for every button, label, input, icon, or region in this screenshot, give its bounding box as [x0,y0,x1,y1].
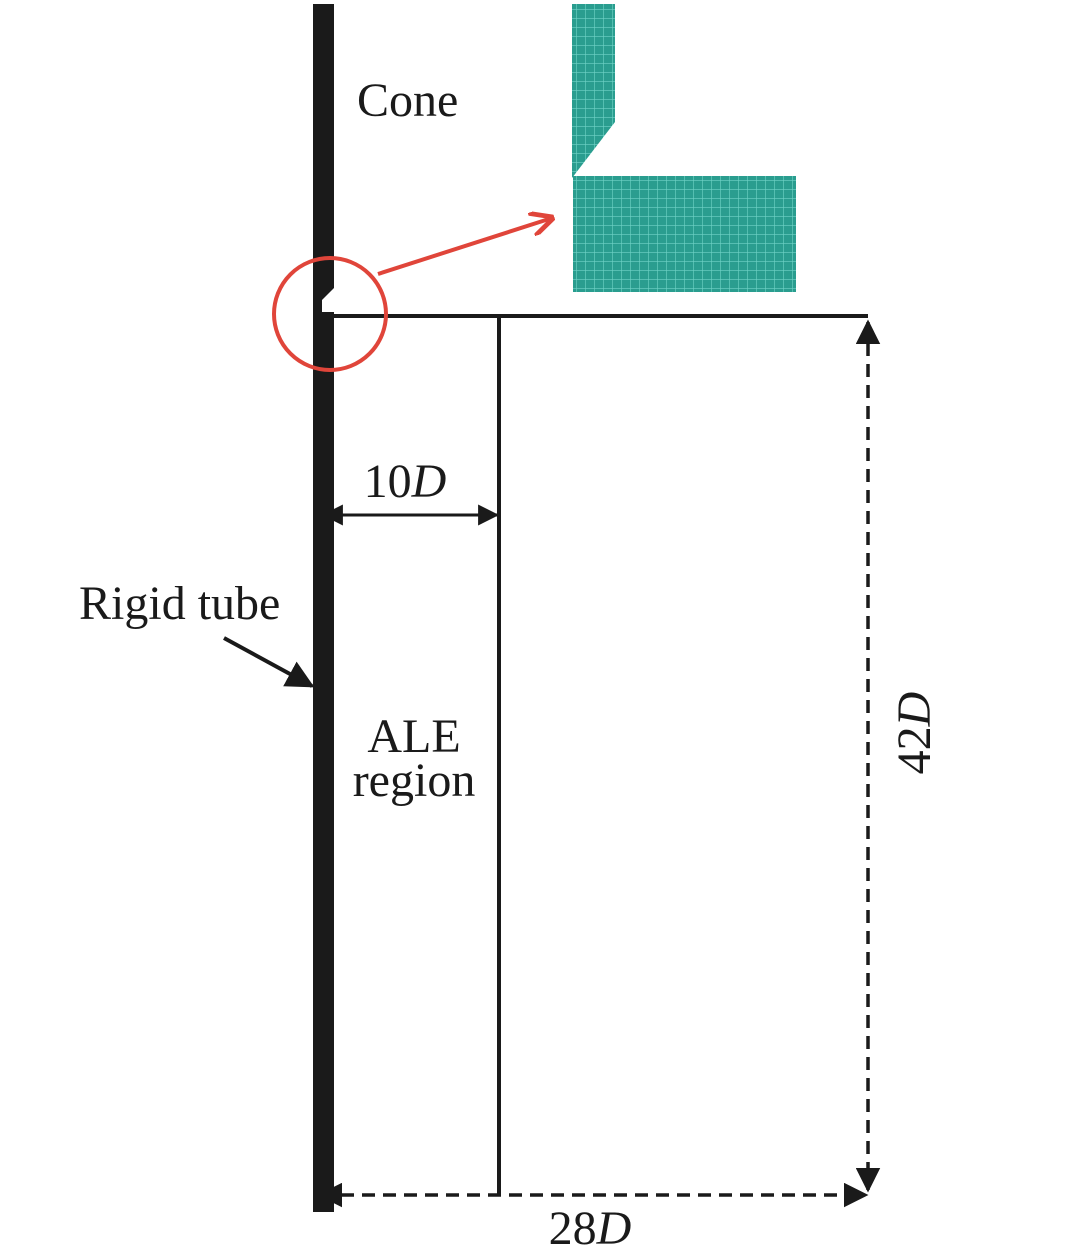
domain-height-label: 42D [888,692,941,775]
cone-label: Cone [357,74,458,127]
ale-region-label-line1: ALE [367,710,460,763]
zoom-circle [272,256,388,372]
mesh-soil [573,176,796,292]
zoom-arrow [377,218,552,276]
cone-tip [322,288,334,312]
rigid-tube-label: Rigid tube [79,577,280,630]
rigid-tube-pointer [223,636,315,688]
mesh-detail [572,4,796,292]
rigid-tube-bar [313,4,334,1212]
domain-width-label: 28D [549,1202,632,1252]
mesh-cone [572,4,615,178]
ale-width-label: 10D [364,455,447,508]
ale-region-label-line2: region [353,754,476,807]
